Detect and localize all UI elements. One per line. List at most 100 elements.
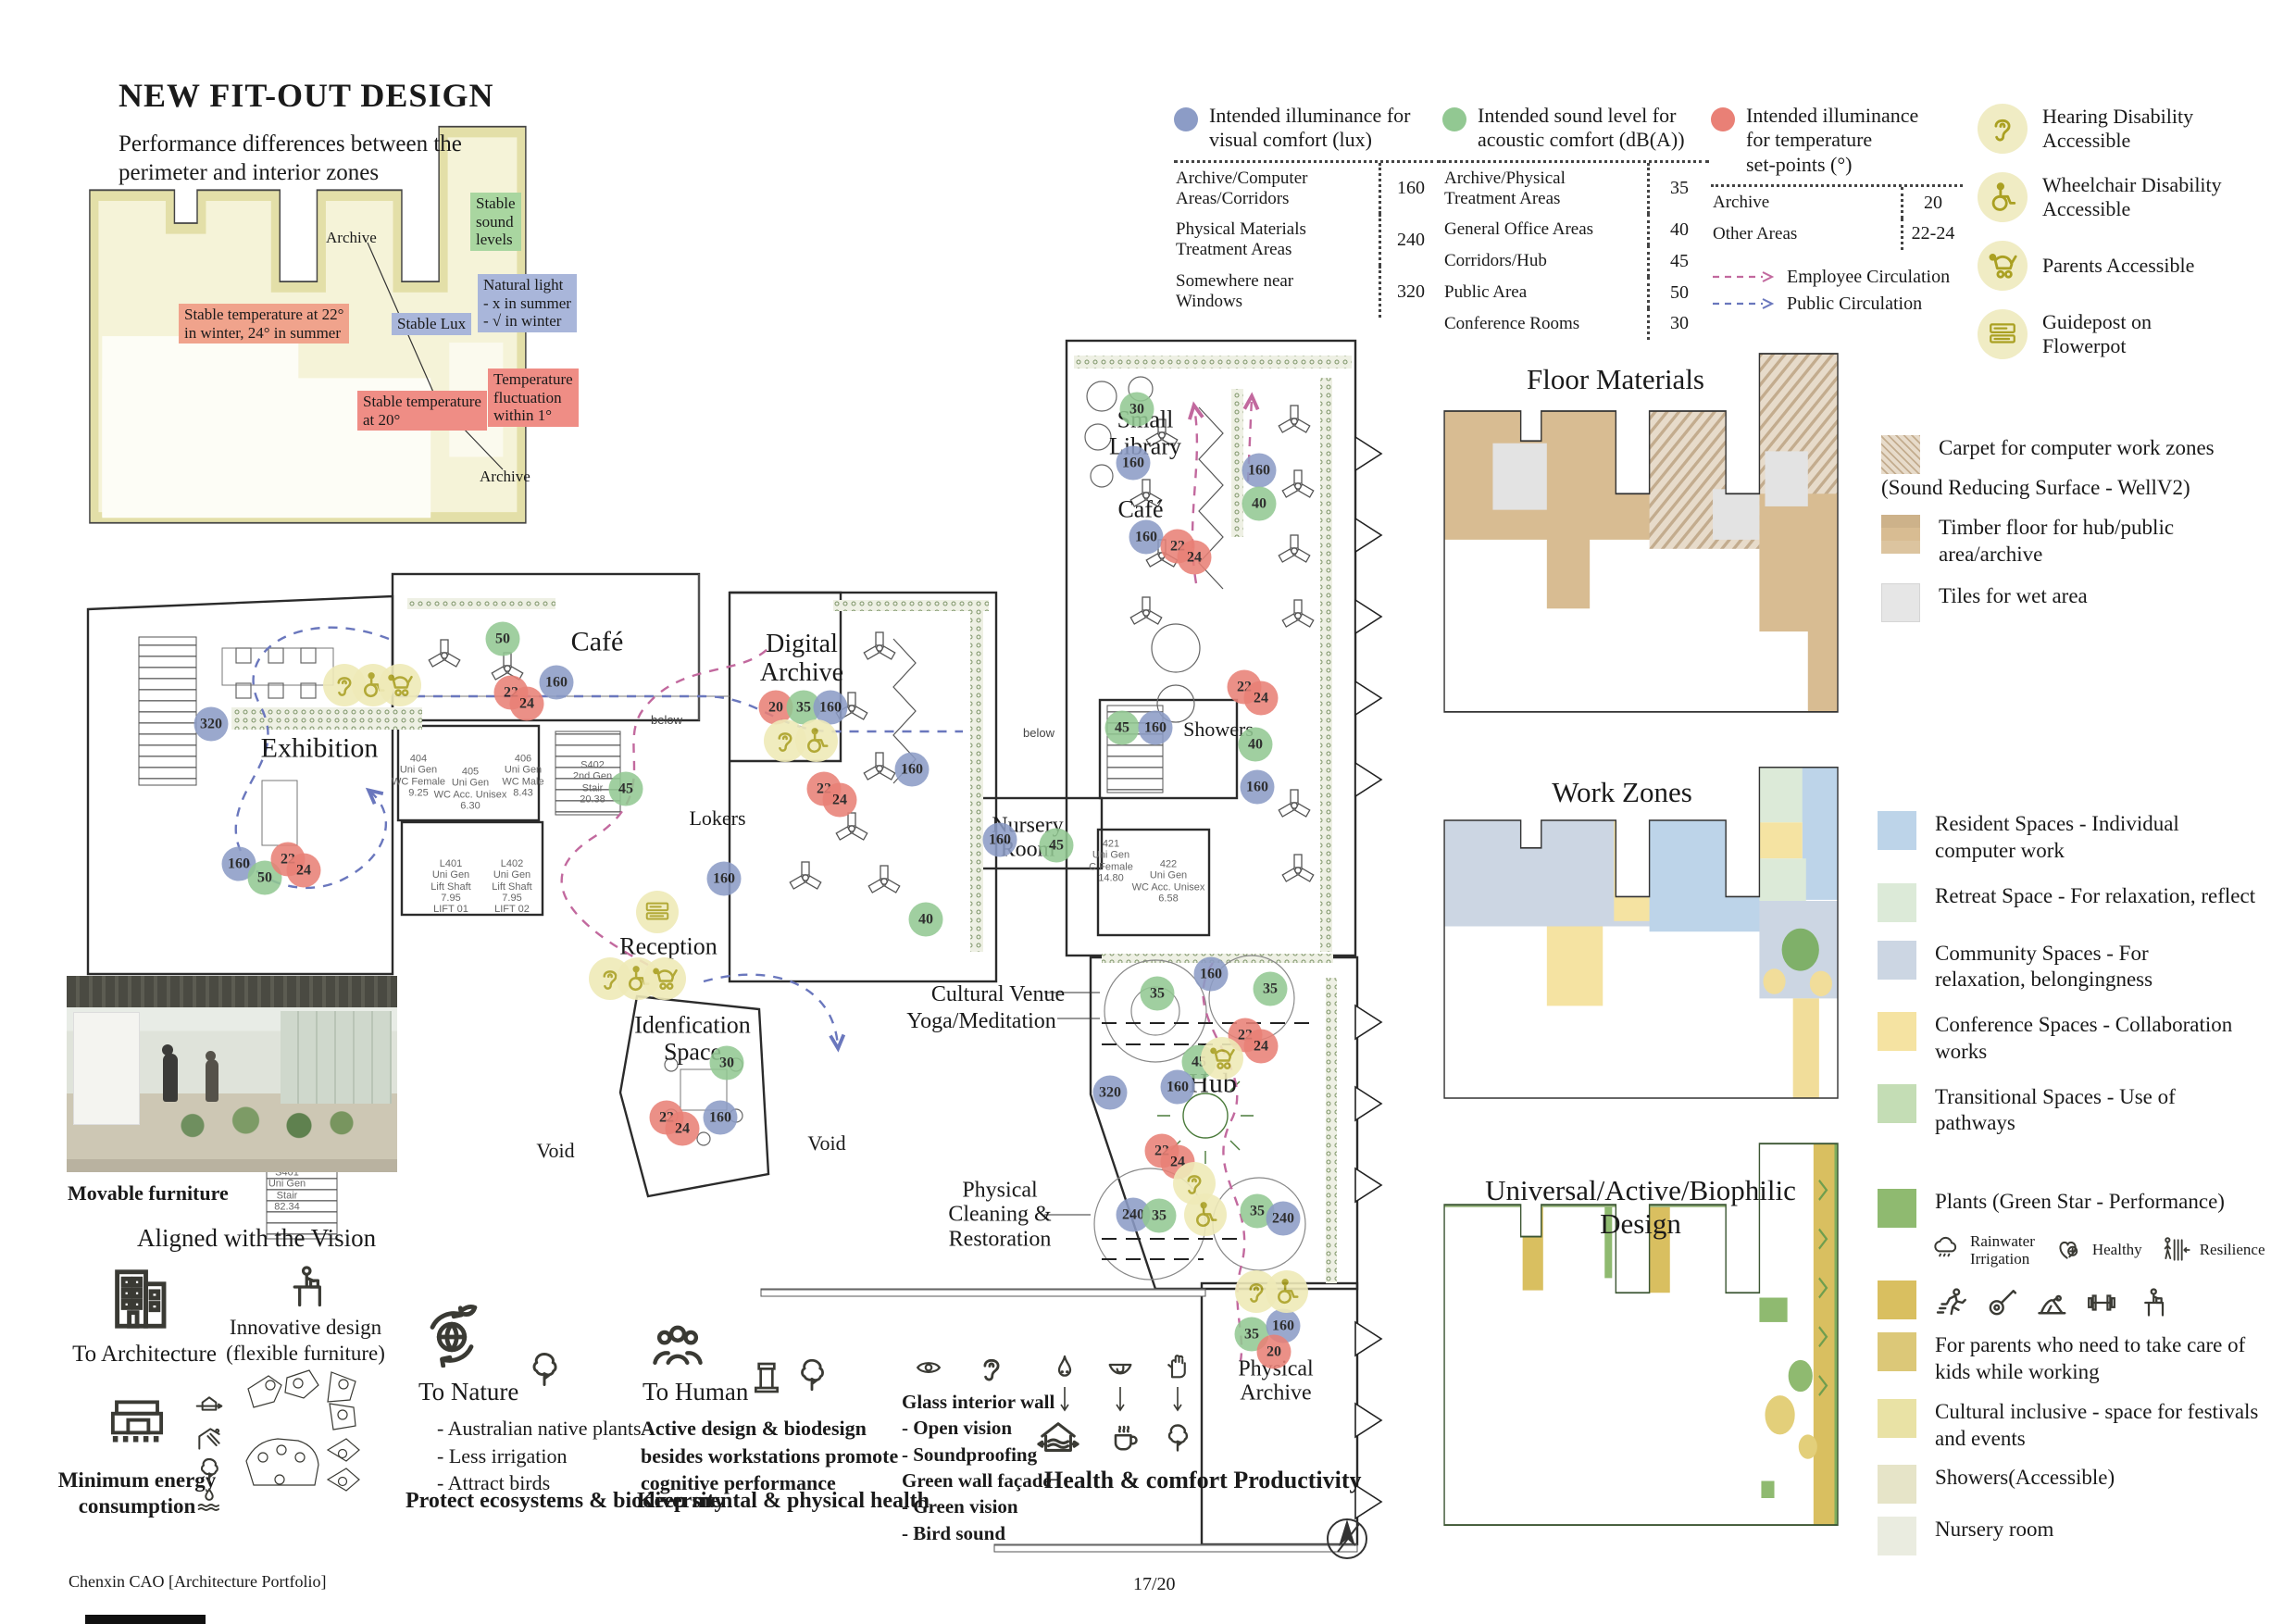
accessibility-label: Parents Accessible <box>2042 253 2195 277</box>
house-ventilation-icon <box>1029 1417 1087 1459</box>
tree-icon <box>194 1455 224 1485</box>
metric-badge: 160 <box>1129 519 1164 555</box>
legend-row-value: 160 <box>1379 162 1441 215</box>
wheel-icon <box>1266 1270 1308 1313</box>
metric-badge: 320 <box>193 706 229 742</box>
legend-row-value: 20 <box>1901 187 1963 219</box>
glass-wall-text: Glass interior wall - Open vision - Soun… <box>902 1391 1055 1544</box>
room-label: Exhibition <box>260 732 379 764</box>
room-data-label: 405 Uni Gen WC Acc. Unisex 6.30 <box>433 766 507 812</box>
active-swatch <box>1878 1280 1916 1320</box>
to-architecture-label: To Architecture <box>72 1342 217 1367</box>
deskp-icon <box>2135 1286 2166 1318</box>
room-data-label: 406 Uni Gen WC Male 8.43 <box>502 753 544 799</box>
blue-dot-icon <box>1174 107 1198 131</box>
legend-row-label: Conference Rooms <box>1444 314 1580 333</box>
room-label: Café <box>570 626 624 657</box>
work-zones-title: Work Zones <box>1552 776 1692 808</box>
metric-badge: 24 <box>1177 540 1212 575</box>
room-label: Void <box>536 1138 575 1162</box>
metric-badge: 35 <box>1140 976 1175 1011</box>
sun-house-icon <box>194 1391 224 1420</box>
metric-badge: 160 <box>539 665 574 700</box>
zone-swatch <box>1878 940 1916 980</box>
room-label: below <box>651 712 682 727</box>
universal-label: Showers(Accessible) <box>1935 1466 2115 1490</box>
metric-badge: 160 <box>703 1100 738 1135</box>
universal-item: Showers(Accessible) <box>1878 1465 2296 1505</box>
metric-badge: 24 <box>509 686 544 721</box>
run-icon <box>1935 1286 1966 1318</box>
material-item: Carpet for computer work zones(Sound Red… <box>1881 435 2296 500</box>
metric-badge: 24 <box>1243 681 1279 716</box>
legend-row-value: 22-24 <box>1901 219 1963 250</box>
metric-badge: 24 <box>665 1111 700 1146</box>
perf-label: Archive <box>480 468 530 485</box>
tongue-icon <box>1104 1354 1137 1383</box>
universal-design-title: Universal/Active/Biophilic Design <box>1485 1174 1796 1240</box>
metric-badge: 24 <box>822 782 857 818</box>
room-data-label: 422 Uni Gen WC Acc. Unisex 6.58 <box>1131 858 1205 905</box>
interior-photo <box>67 976 397 1172</box>
hand-icon <box>1163 1350 1191 1383</box>
footer-author: Chenxin CAO [Architecture Portfolio] <box>69 1572 327 1591</box>
room-label: Café <box>1117 495 1164 523</box>
legend-row: Somewhere near Windows 320 <box>1174 266 1441 318</box>
globe-recycle-icon <box>418 1301 485 1368</box>
flexible-desk-icon <box>274 1263 333 1311</box>
work-zone-item: Transitional Spaces - Use of pathways <box>1878 1083 2294 1138</box>
page-subtitle: Performance differences between the peri… <box>119 131 462 186</box>
ear-icon <box>1978 104 2028 154</box>
wheel-icon <box>1184 1193 1227 1236</box>
zone-swatch <box>1878 1083 1916 1123</box>
legend-row-value: 35 <box>1647 162 1709 215</box>
page-title: NEW FIT-OUT DESIGN <box>119 77 494 114</box>
carpet-swatch <box>1881 435 1920 474</box>
metric-badge: 240 <box>1116 1197 1151 1232</box>
metric-badge: 160 <box>982 822 1017 857</box>
legend-row-label: Public Area <box>1444 282 1528 303</box>
legend-row-value: 320 <box>1379 266 1441 318</box>
metric-badge: 45 <box>608 771 643 806</box>
legend-row-label: Somewhere near Windows <box>1176 271 1294 311</box>
tile-swatch <box>1881 582 1920 622</box>
floor-materials-title: Floor Materials <box>1527 363 1704 395</box>
legend-row-value: 50 <box>1647 277 1709 308</box>
minimum-energy-label: Minimum energy consumption <box>57 1468 217 1518</box>
water-icon <box>194 1485 224 1515</box>
eye-icon <box>911 1354 946 1381</box>
universal-item: Nursery room <box>1878 1517 2296 1556</box>
guide-icon <box>1978 309 2028 359</box>
legend-row-label: Other Areas <box>1713 224 1798 244</box>
circulation-label: Public Circulation <box>1787 293 1923 314</box>
material-item: Timber floor for hub/public area/archive <box>1881 515 2296 568</box>
ear-icon <box>976 1350 1007 1387</box>
wheel-icon <box>795 719 838 762</box>
dumb-icon <box>2085 1286 2116 1318</box>
metric-badge: 20 <box>758 690 793 725</box>
metric-badge: 40 <box>1242 486 1277 521</box>
racket-icon <box>1985 1286 2016 1318</box>
nature-tagline: Protect ecosystems & biodiversity <box>406 1489 726 1513</box>
legend-row-value: 30 <box>1647 308 1709 340</box>
dashed-arrow-icon <box>1713 271 1775 283</box>
metric-badge: 30 <box>1119 392 1154 427</box>
circulation-row: Public Circulation <box>1711 294 1963 315</box>
subicon-label: Resilience <box>2199 1241 2265 1259</box>
subicon-label: Rainwater Irrigation <box>1970 1232 2035 1268</box>
plants-swatch <box>1878 1189 1916 1228</box>
treadmill-desk-icon <box>748 1348 785 1407</box>
accessibility-label: Guidepost on Flowerpot <box>2042 309 2152 357</box>
universal-item: Cultural inclusive - space for festivals… <box>1878 1398 2296 1453</box>
legend-row: Public Area 50 <box>1442 277 1709 308</box>
nature-bullets: - Australian native plants - Less irriga… <box>437 1417 642 1495</box>
legend-temperature-title: Intended illuminance for temperature set… <box>1746 104 1919 176</box>
metric-badge: 160 <box>1240 769 1275 805</box>
metric-badge: 50 <box>485 621 520 656</box>
zone-label: Transitional Spaces - Use of pathways <box>1935 1084 2176 1135</box>
